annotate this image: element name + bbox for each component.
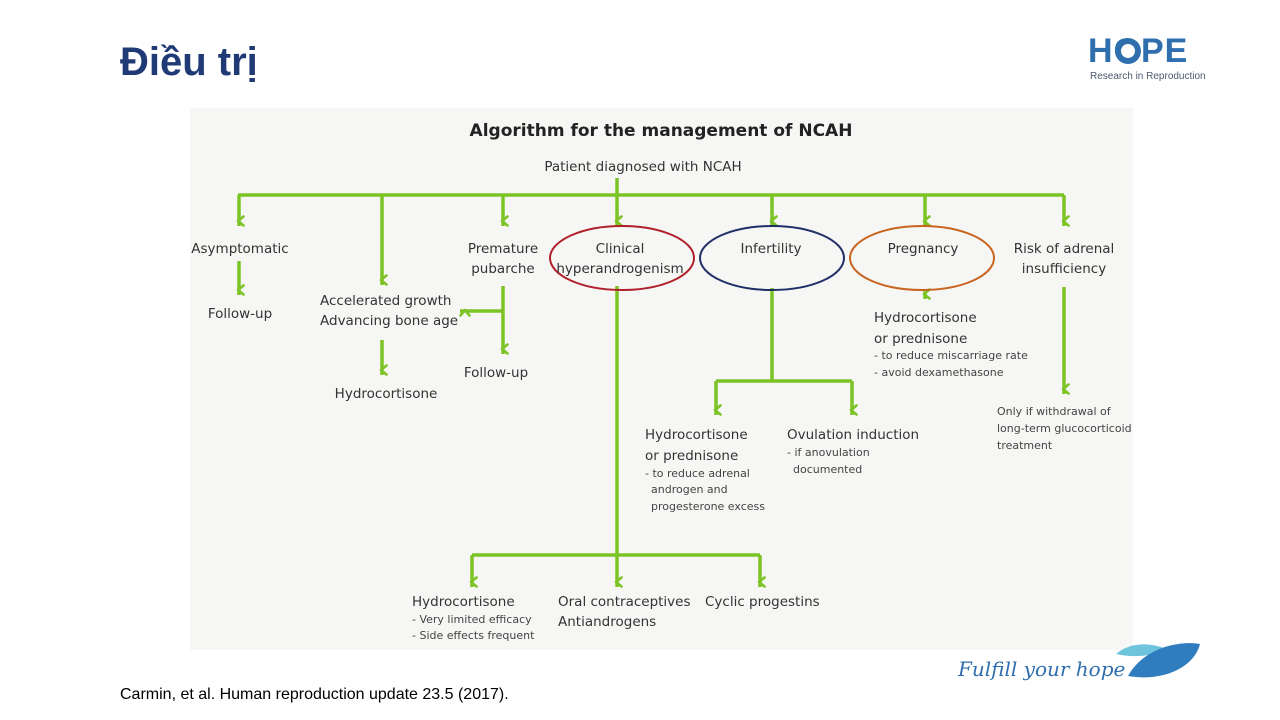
pregnancy-treat-line1: Hydrocortisone (874, 310, 977, 326)
pregnancy-treat-line2: or prednisone (874, 331, 967, 347)
risk-note-1: Only if withdrawal of (997, 405, 1112, 418)
connector-lines (236, 178, 1070, 588)
pregnancy-label: Pregnancy (888, 241, 959, 257)
advancing-bone-age-label: Advancing bone age (320, 313, 458, 329)
root-node: Patient diagnosed with NCAH (544, 159, 741, 175)
hyper-hc-note-2: - Side effects frequent (412, 629, 535, 642)
tagline: Fulfill your hope (958, 657, 1126, 681)
infertility-circle (699, 225, 845, 291)
risk-note-2: long-term glucocorticoid (997, 422, 1132, 435)
infertility-hc-line1: Hydrocortisone (645, 427, 748, 443)
pregnancy-note-2: - avoid dexamethasone (874, 366, 1004, 379)
pregnancy-note-1: - to reduce miscarriage rate (874, 349, 1028, 362)
clinical-circle (549, 225, 695, 291)
risk-label-2: insufficiency (1022, 261, 1106, 277)
clinical-label-1: Clinical (596, 241, 645, 257)
slide-title: Điều trị (120, 40, 258, 84)
cyclic-progestins: Cyclic progestins (705, 594, 820, 610)
reference-citation: Carmin, et al. Human reproduction update… (120, 686, 509, 703)
ovulation-note-2: documented (793, 463, 862, 476)
infertility-hc-note-2: androgen and (651, 483, 728, 496)
infertility-hc-note-1: - to reduce adrenal (645, 467, 750, 480)
antiandrogens: Antiandrogens (558, 614, 656, 630)
infertility-label: Infertility (741, 241, 802, 257)
algorithm-diagram: Algorithm for the management of NCAH Pat… (191, 121, 1132, 642)
premature-label-2: pubarche (471, 261, 535, 277)
hyper-hc-note-1: - Very limited efficacy (412, 613, 532, 626)
asymptomatic-label: Asymptomatic (191, 241, 288, 257)
premature-followup: Follow-up (464, 365, 528, 381)
accelerated-growth-label: Accelerated growth (320, 293, 451, 309)
pregnancy-circle (849, 225, 995, 291)
hope-logo: HOPE Research in Reproduction (1088, 34, 1206, 84)
diagram-heading: Algorithm for the management of NCAH (470, 121, 853, 141)
infertility-hc-line2: or prednisone (645, 448, 738, 464)
accelerated-hydrocortisone: Hydrocortisone (335, 386, 438, 402)
ovulation-line1: Ovulation induction (787, 427, 919, 443)
risk-label-1: Risk of adrenal (1014, 241, 1115, 257)
logo-subtitle: Research in Reproduction (1090, 71, 1206, 82)
leaf-logo-icon (1116, 643, 1200, 678)
infertility-hc-note-3: progesterone excess (651, 500, 765, 513)
premature-label-1: Premature (468, 241, 538, 257)
eye-icon (1115, 38, 1141, 64)
ovulation-note-1: - if anovulation (787, 446, 870, 459)
oral-contraceptives: Oral contraceptives (558, 594, 691, 610)
risk-note-3: treatment (997, 439, 1053, 452)
algorithm-figure: Algorithm for the management of NCAH Pat… (190, 108, 1133, 650)
clinical-label-2: hyperandrogenism (556, 261, 683, 277)
asymptomatic-followup: Follow-up (208, 306, 272, 322)
hyper-hc-line1: Hydrocortisone (412, 594, 515, 610)
